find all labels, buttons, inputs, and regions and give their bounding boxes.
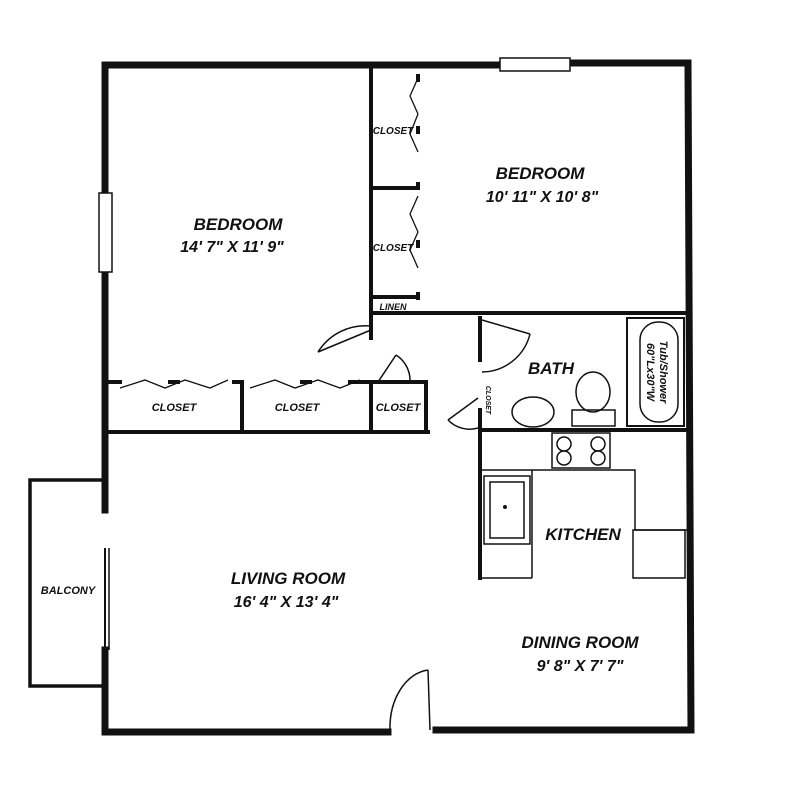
closet-bath-label: CLOSET: [484, 386, 491, 415]
door-bedroom-left: [317, 324, 372, 353]
wall-right: [684, 59, 695, 734]
closet-bedroom-1-label: CLOSET: [152, 402, 198, 414]
tub-basin: [639, 321, 679, 423]
bifold-hinge-marks: [168, 74, 420, 384]
door-hall-closet: [377, 354, 411, 383]
balcony-outline: [28, 478, 105, 688]
bedroom-right-name: BEDROOM: [496, 164, 586, 183]
sink-basin: [511, 396, 555, 428]
bedroom-left-name: BEDROOM: [194, 215, 284, 234]
burner-4: [590, 450, 606, 466]
sink-drain: [503, 505, 507, 509]
window-left: [98, 192, 113, 273]
closet-lower-label: CLOSET: [373, 243, 414, 254]
closet-bedroom-2-label: CLOSET: [275, 402, 321, 414]
kitchen-counter-edge: [482, 469, 688, 531]
linen-label: LINEN: [380, 302, 408, 312]
door-bath-closet: [447, 397, 479, 430]
burner-1: [556, 436, 572, 452]
burner-2: [590, 436, 606, 452]
door-bath: [481, 319, 531, 373]
exterior-walls: [101, 59, 695, 736]
bifold-upper-a: [409, 77, 419, 115]
kitchen-fixtures: [482, 432, 688, 579]
toilet-tank: [571, 409, 616, 427]
tub-type-label: Tub/Shower: [657, 341, 669, 404]
kitchen-sink-cabinet: [483, 475, 531, 545]
closet-upper-label: CLOSET: [373, 126, 414, 137]
bath-fixtures: [511, 317, 685, 428]
bedroom-right-dims: 10' 11" X 10' 8": [486, 189, 599, 206]
closet-hall-label: CLOSET: [376, 402, 422, 414]
range: [551, 432, 611, 469]
kitchen-sink: [489, 481, 525, 539]
doors: [317, 319, 531, 731]
refrigerator: [632, 529, 686, 579]
toilet-bowl: [575, 371, 611, 413]
balcony-label: BALCONY: [41, 585, 97, 597]
bifold-middle-b: [409, 231, 419, 269]
bath-name: BATH: [528, 359, 575, 378]
living-room-dims: 16' 4" X 13' 4": [234, 594, 339, 611]
bifold-middle-a: [409, 195, 419, 233]
window-top: [499, 57, 571, 72]
balcony: BALCONY: [28, 478, 110, 688]
dining-room-dims: 9' 8" X 7' 7": [537, 658, 624, 675]
interior-walls: [105, 65, 690, 580]
bedroom-left-dims: 14' 7" X 11' 9": [180, 239, 284, 256]
living-room-name: LIVING ROOM: [231, 569, 346, 588]
tub-size-label: 60"Lx30"W: [644, 343, 656, 403]
tub-enclosure: [626, 317, 685, 427]
dining-room-name: DINING ROOM: [521, 633, 639, 652]
burner-3: [556, 450, 572, 466]
door-entry: [389, 669, 431, 731]
kitchen-name: KITCHEN: [545, 525, 621, 544]
bifold-upper-b: [409, 113, 419, 153]
